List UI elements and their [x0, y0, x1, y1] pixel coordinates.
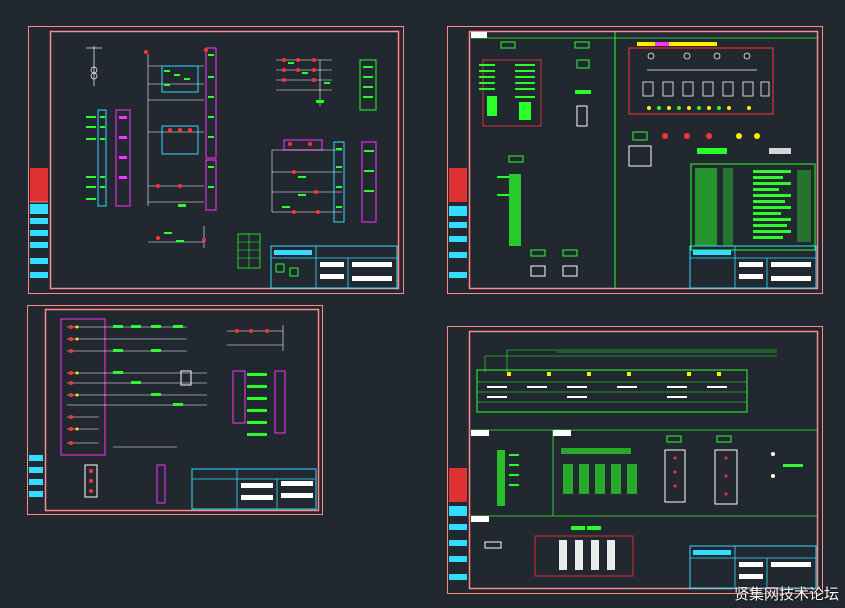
drawing-sheet-bottom-right[interactable] [447, 326, 823, 594]
title-block [270, 245, 398, 289]
drawing-sheet-bottom-left[interactable] [27, 305, 323, 515]
left-title-strip [30, 168, 48, 278]
drawing-sheet-top-left[interactable] [28, 26, 404, 294]
drawing-sheet-top-right[interactable] [447, 26, 823, 294]
schematic-sheet-3 [27, 305, 323, 515]
schematic-sheet-2 [447, 26, 823, 294]
schematic-sheet-1 [28, 26, 404, 294]
schematic-sheet-4 [447, 326, 823, 594]
site-watermark: 贤集网技术论坛 [733, 585, 839, 603]
